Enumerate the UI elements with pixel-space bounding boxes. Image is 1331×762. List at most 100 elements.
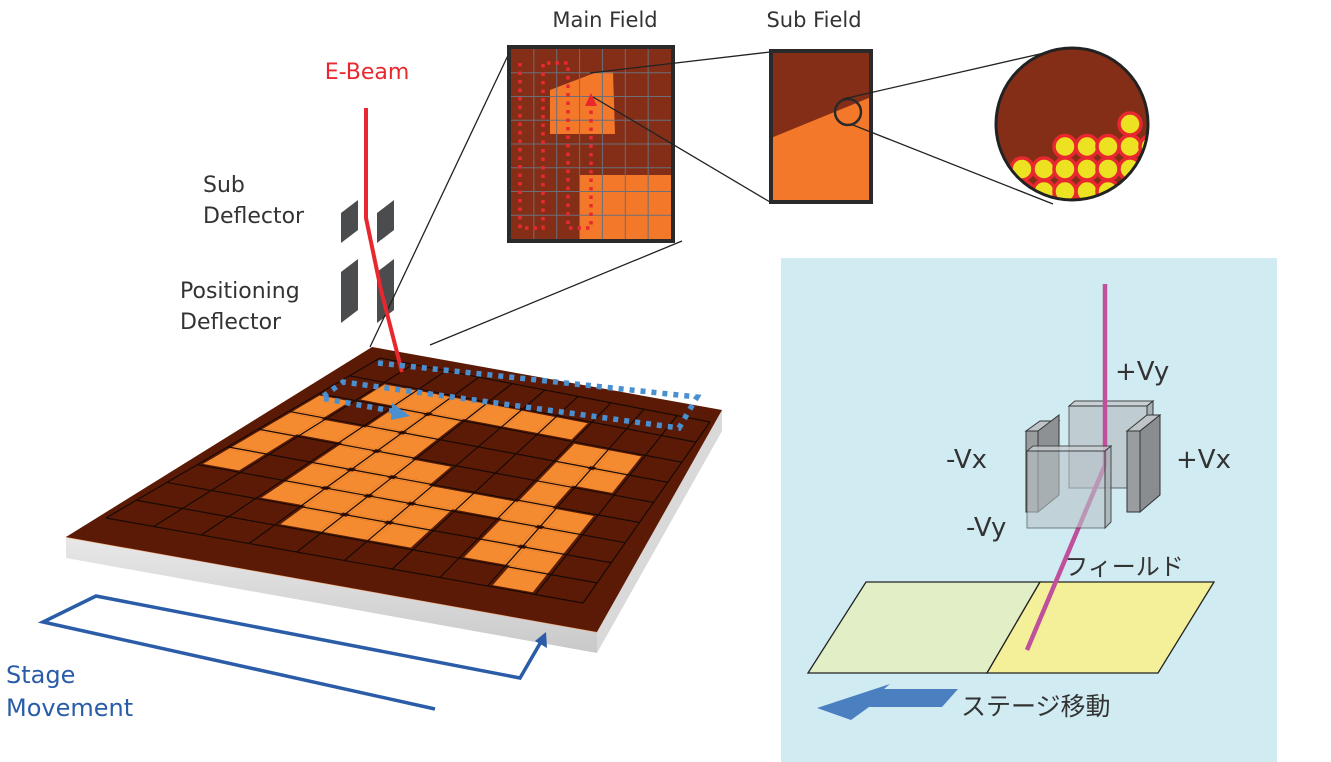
main-field: [507, 45, 675, 243]
beam-shot-dot: [1095, 156, 1121, 182]
wafer-pattern-cell: [356, 453, 412, 476]
scan-arrow-icon: [391, 403, 410, 420]
beam-shot-dot: [1054, 203, 1076, 225]
wafer-side-front: [66, 537, 597, 653]
wafer-grid-line: [582, 421, 711, 604]
plate-plus-vx: [1125, 413, 1162, 514]
wafer-pattern-cell: [303, 420, 360, 442]
plus-vx-label: +Vx: [1176, 445, 1231, 475]
wafer-grid-line: [296, 383, 513, 553]
beam-shot-dot: [1095, 133, 1121, 160]
zoom-line-sub-top: [589, 51, 771, 74]
wafer-pattern-cell: [369, 409, 423, 431]
beam-shot-dot: [1138, 178, 1148, 200]
wafer-pattern-cell: [527, 529, 578, 553]
wafer-grid-line: [201, 370, 447, 536]
plus-vy-label: +Vy: [1115, 357, 1169, 387]
wafer-grid-line: [105, 357, 381, 519]
positioning-deflector-label-line2: Deflector: [180, 310, 282, 335]
sub-field: [769, 49, 873, 204]
zoom-line-circle-bottom: [852, 124, 1054, 205]
zoom-line-main-right: [429, 240, 683, 346]
beam-shot-dot: [1140, 203, 1162, 225]
wafer-pattern-cell: [501, 502, 553, 525]
beam-shot-magnified: [994, 46, 1162, 225]
beam-shot-dot: [1117, 178, 1143, 200]
minus-vy-label: -Vy: [966, 513, 1006, 543]
plate-minus-vy: [1025, 444, 1113, 530]
wafer-pattern-cell: [394, 505, 450, 529]
beam-shot-dot: [1052, 156, 1078, 182]
beam-shot-dot: [1117, 133, 1143, 160]
stage-movement-path: [37, 594, 544, 711]
sub-field-label: Sub Field: [766, 8, 861, 32]
positioning-deflector-plate-left: [341, 259, 358, 323]
wafer-pattern-cell: [432, 397, 484, 419]
beam-shot-dot: [1009, 156, 1035, 182]
wafer-side-right: [597, 410, 722, 653]
wafer-pattern-cell: [544, 509, 594, 533]
wafer-pattern-cell: [315, 445, 372, 468]
wafer-pattern-cell: [505, 410, 553, 433]
wafer-pattern-cell: [596, 450, 642, 474]
beam-shot-dot: [1074, 133, 1100, 160]
wafer-pattern-cell: [416, 486, 470, 510]
wafer-pattern-cell: [326, 516, 384, 540]
wafer-grid-line: [349, 375, 697, 443]
wafer-pattern-cell: [203, 448, 264, 471]
sub-deflector-label-line1: Sub: [203, 173, 245, 198]
main-field-pattern-lower: [580, 175, 671, 239]
wafer-pattern-cell: [492, 568, 547, 593]
wafer-pattern-cell: [305, 490, 364, 513]
wafer-pattern-cell: [263, 413, 322, 435]
wafer-grid-line: [227, 446, 640, 524]
wafer-pattern-cell: [407, 416, 460, 438]
sub-deflector-plate-left: [341, 200, 358, 243]
positioning-deflector-label-line1: Positioning: [180, 279, 300, 304]
zoom-line-main-left: [369, 48, 512, 348]
minus-vx-label: -Vx: [946, 445, 987, 475]
wafer-pattern-cell: [261, 482, 321, 505]
main-field-label: Main Field: [552, 8, 657, 32]
wafer-pattern-cell: [520, 482, 570, 506]
wafer-grid-line: [248, 376, 480, 544]
wafer-grid-line: [153, 363, 414, 528]
wafer-pattern-cell: [382, 434, 436, 457]
beam-shot-dot: [1011, 203, 1033, 225]
stage-movement-label-jp: ステージ移動: [961, 692, 1111, 721]
wafer-pattern-cell: [468, 404, 519, 426]
wafer-pattern-cell: [372, 524, 429, 548]
wafer-grid-line: [166, 481, 612, 564]
main-field-scan-path: [518, 61, 593, 230]
wafer-grid-line: [288, 410, 668, 483]
sub-deflector-label-line2: Deflector: [203, 204, 305, 229]
wafer-grid-line: [258, 428, 654, 504]
stage-movement-label-line1: Stage: [6, 661, 75, 689]
wafer-pattern-cell: [464, 540, 518, 565]
zoom-line-sub-bottom: [592, 96, 771, 203]
wafer-pattern-cell: [459, 494, 512, 518]
wafer-pattern-cell: [482, 521, 535, 545]
beam-shot-dot: [1076, 203, 1098, 225]
wafer-pattern-cell: [331, 471, 388, 494]
beam-shot-dot: [1138, 156, 1148, 182]
wafer-grid-line: [439, 402, 612, 578]
stage-arrow-icon: [535, 632, 547, 648]
main-field-arrow-icon: [585, 93, 597, 106]
sub-field-zoom-circle: [833, 97, 863, 127]
wafer-grid-line: [105, 517, 584, 604]
wafer-grid-line: [534, 415, 678, 595]
zoom-line-circle-top: [842, 50, 1054, 100]
wafer: [65, 347, 722, 653]
wafer-pattern-cell: [397, 460, 451, 483]
beam-shot-dot: [1033, 203, 1055, 225]
wafer-pattern-cell: [396, 391, 449, 413]
e-beam-line: [364, 108, 404, 373]
wafer-pattern-cell: [350, 497, 407, 521]
wafer-pattern-cell: [373, 479, 429, 502]
wafer-grid-line: [391, 395, 579, 570]
wafer-pattern-cell: [539, 463, 588, 486]
wafer-pattern-cell: [233, 431, 293, 453]
stage-movement-label-line2: Movement: [6, 694, 133, 722]
